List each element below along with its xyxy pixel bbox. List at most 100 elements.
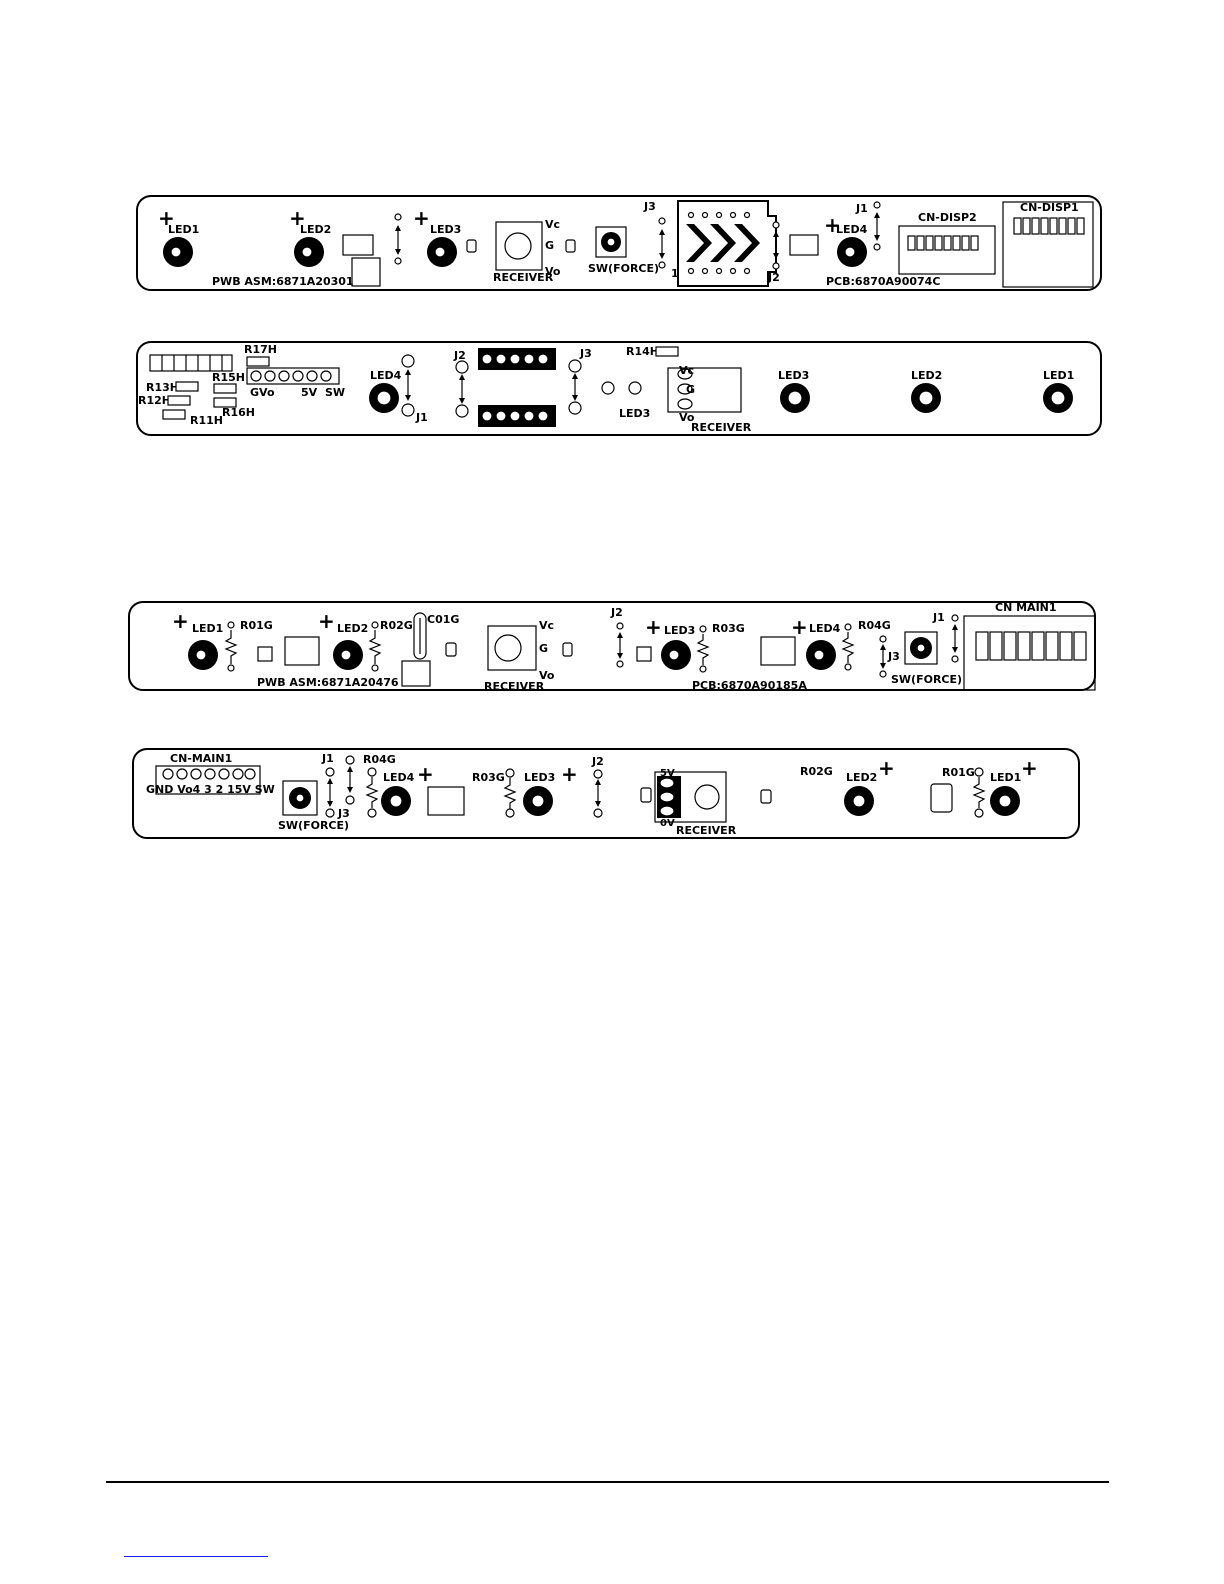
b1-pad-rect-1 [342,234,374,256]
b3-cn-main1-pins [975,631,1087,661]
b2-led4-label: LED4 [370,369,402,382]
b4-receiver-label: RECEIVER [676,824,737,837]
b4-j2-label: J2 [591,755,604,768]
b4-receiver [654,771,727,823]
b3-cn-main1-label: CN MAIN1 [995,601,1057,614]
b3-vo: Vo [539,669,555,682]
b1-pad-rect-3 [789,234,819,256]
b3-plus-3: + [645,615,662,639]
b1-plus-2: + [289,206,306,230]
b4-led1-label: LED1 [990,771,1021,784]
b1-cn-disp2 [898,225,996,275]
b1-plus-4: + [824,213,841,237]
footer-rule [106,1481,1109,1483]
b1-j2-label: J2 [767,271,780,284]
b1-pcb-label: PCB:6870A90074C [826,275,940,288]
b3-plus-1: + [172,609,189,633]
b2-display-pins-bottom [478,405,556,427]
b4-plus-2: + [878,756,895,780]
b4-cn-main1 [155,765,261,795]
b1-vo: Vo [545,265,561,278]
b1-receiver [495,221,543,271]
b1-pad-rect-2 [351,257,381,287]
b1-cn-disp2-label: CN-DISP2 [918,211,977,224]
b2-header-1 [149,354,233,372]
b2-g: G [686,383,695,396]
board-1-outline [136,195,1102,291]
b1-cn-disp2-pins [907,235,979,251]
b4-r03g-label: R03G [472,771,505,784]
b4-j1-label: J1 [321,752,334,765]
b3-j2-label: J2 [610,606,623,619]
b1-display-module [677,200,777,287]
b3-sw [904,631,938,665]
b1-receiver-label: RECEIVER [493,271,554,284]
b2-r14h-label: R14H [626,345,659,358]
b2-header-2 [246,367,340,385]
board-2: R17H R13H R12H R11H R15H R16H GVo 5V SW … [136,341,1102,436]
b2-receiver-label: RECEIVER [691,421,752,434]
board-4-outline [132,748,1080,839]
b4-cn-main1-pins [162,768,256,780]
b2-display-pins-top [478,348,556,370]
b2-5v-label: 5V [301,386,318,399]
b3-r01g-label: R01G [240,619,273,632]
b2-led1-label: LED1 [1043,369,1074,382]
b4-0v-label: 0V [660,818,675,829]
b4-sw-label: SW(FORCE) [278,819,349,832]
b1-sw-label: SW(FORCE) [588,262,659,275]
b2-r12h-label: R12H [138,394,171,407]
board-1: + LED1 + LED2 PWB ASM:6871A20301 + LED3 … [136,195,1102,291]
b1-pwb-label: PWB ASM:6871A20301 [212,275,354,288]
b2-sw-label: SW [325,386,345,399]
b4-pin-labels: GND Vo4 3 2 15V SW [146,783,275,796]
b1-led1-label: LED1 [168,223,199,236]
b1-plus-1: + [158,206,175,230]
b3-led1-label: LED1 [192,622,223,635]
b3-plus-4: + [791,615,808,639]
b2-r13h-label: R13H [146,381,179,394]
board-2-outline [136,341,1102,436]
b1-display-pins-bottom [687,267,751,275]
b4-plus-3: + [561,762,578,786]
b1-j1-label: J1 [855,202,868,215]
b1-led4-label: LED4 [836,223,868,236]
b3-pwb-label: PWB ASM:6871A20476 [257,676,399,689]
b3-receiver [487,625,537,671]
board-4: CN-MAIN1 GND Vo4 3 2 15V SW SW(FORCE) J1… [132,748,1080,839]
b1-pin1-label: 1 [671,267,679,280]
b3-sw-label: SW(FORCE) [891,673,962,686]
b1-sw [595,226,627,258]
b1-led3-label: LED3 [430,223,461,236]
b4-r02g-label: R02G [800,765,833,778]
b2-j1-label: J1 [415,411,428,424]
b1-led2-label: LED2 [300,223,331,236]
b4-sw [282,780,318,816]
b3-led3-label: LED3 [664,624,695,637]
b1-plus-3: + [413,206,430,230]
b1-cn-disp1 [1002,201,1094,288]
b3-pad-rect-1 [284,636,320,666]
b3-c01g [413,612,427,660]
b3-c01g-label: C01G [427,613,459,626]
b2-j2-label: J2 [453,349,466,362]
b1-cn-disp1-pins [1013,217,1085,235]
b4-led3-label: LED3 [524,771,555,784]
b2-led3-small-label: LED3 [619,407,650,420]
b2-j3-label: J3 [579,347,592,360]
b2-led2-label: LED2 [911,369,942,382]
b4-plus-1: + [1021,756,1038,780]
b3-pcb-label: PCB:6870A90185A [692,679,807,692]
b3-j3-label: J3 [887,650,900,663]
board-3: + LED1 R01G + LED2 R02G PWB ASM:6871A204… [128,601,1096,693]
b3-led2-label: LED2 [337,622,368,635]
b1-j3-label: J3 [643,200,656,213]
b3-r02g-label: R02G [380,619,413,632]
b4-pad-rect-1 [427,786,465,816]
b2-r16h-label: R16H [222,406,255,419]
b1-vc: Vc [545,218,560,231]
b4-r04g-label: R04G [363,753,396,766]
b4-r01g-label: R01G [942,766,975,779]
b2-r15h-label: R15H [212,371,245,384]
